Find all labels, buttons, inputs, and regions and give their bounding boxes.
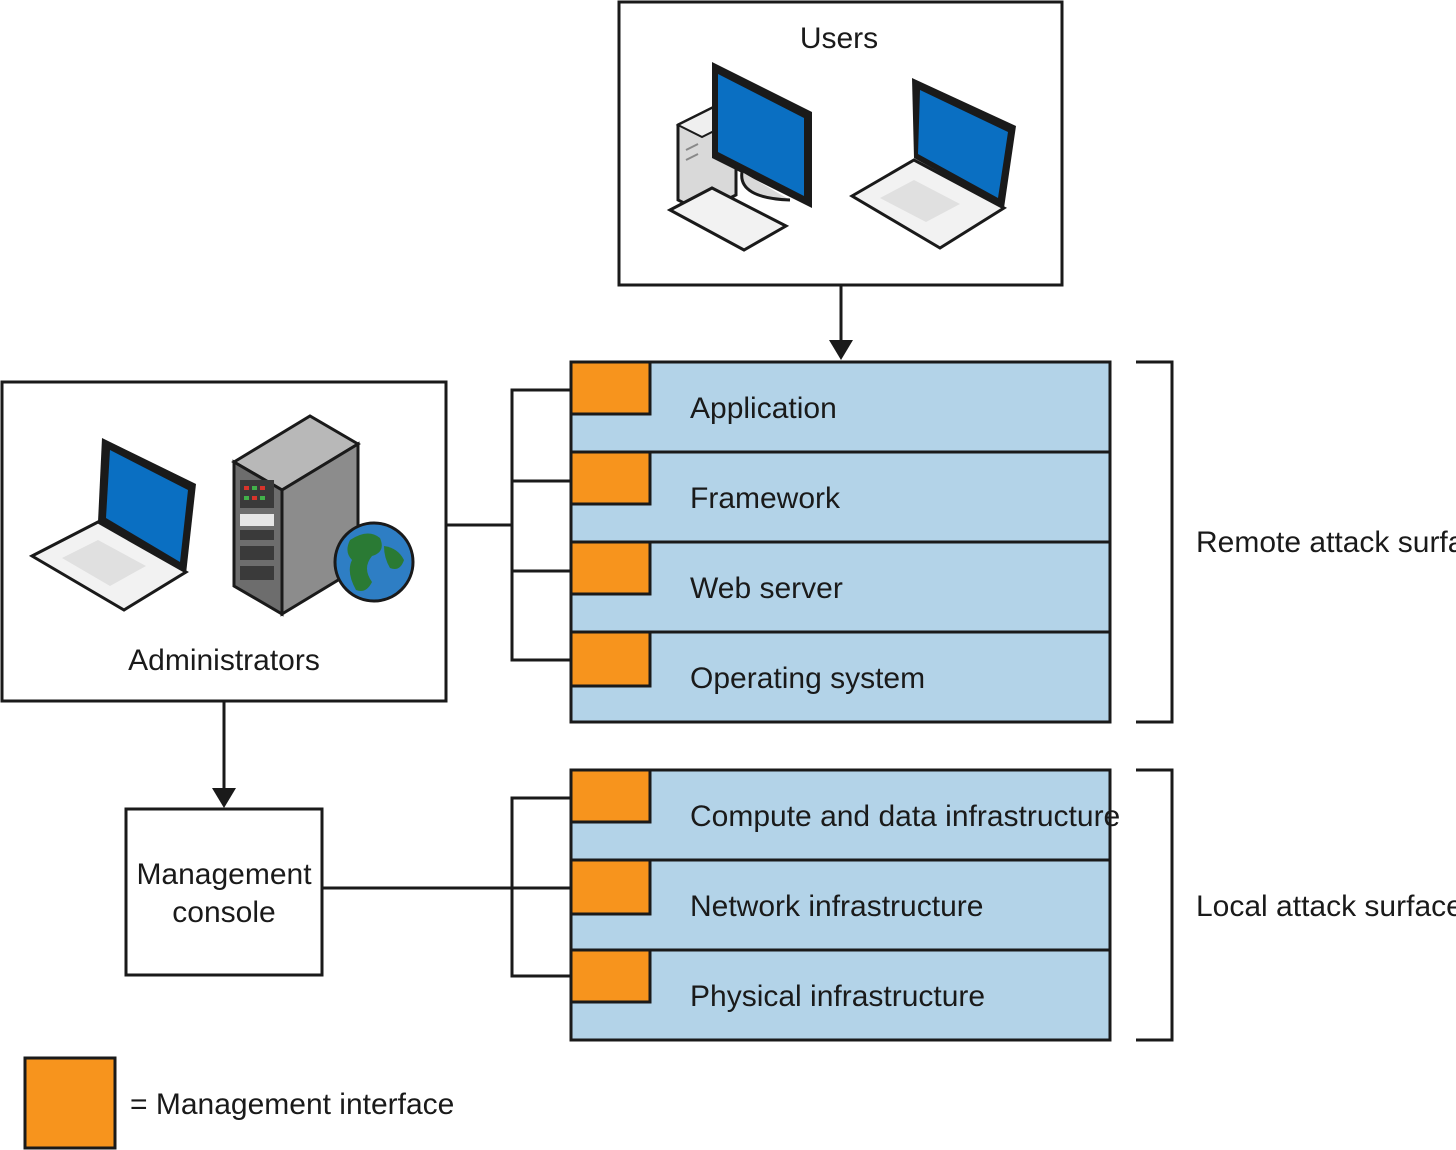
management-interface-square (569, 540, 652, 596)
users-arrow-head (829, 340, 853, 360)
users-box: Users (617, 0, 1064, 287)
remote-surface-label: Remote attack surface (1196, 526, 1456, 559)
layer-application: Application (569, 360, 1112, 454)
laptop-icon (849, 78, 1016, 250)
layer-label: Application (690, 392, 837, 425)
layer-label: Network infrastructure (690, 890, 983, 923)
management-interface-square (569, 858, 652, 916)
desktop-computer-icon (666, 62, 812, 252)
layer-operating-system: Operating system (569, 630, 1112, 724)
management-console-box: Management console (124, 807, 324, 977)
management-interface-square (569, 948, 652, 1004)
layer-physical: Physical infrastructure (569, 948, 1112, 1042)
management-interface-square (569, 360, 652, 416)
local-surface-label: Local attack surface (1196, 890, 1456, 923)
administrators-label: Administrators (128, 644, 320, 677)
legend-swatch (23, 1056, 117, 1150)
management-interface-square (569, 768, 652, 824)
legend: = Management interface (23, 1056, 454, 1150)
layer-label: Compute and data infrastructure (690, 800, 1120, 833)
globe-icon (333, 521, 415, 603)
local-layer-stack: Compute and data infrastructure Network … (569, 768, 1120, 1042)
users-label: Users (800, 22, 878, 55)
layer-label: Operating system (690, 662, 925, 695)
remote-layer-stack: Application Framework Web server Operati… (569, 360, 1112, 724)
admin-arrow-head (212, 788, 236, 808)
layer-network: Network infrastructure (569, 858, 1112, 952)
management-interface-square (569, 450, 652, 506)
local-interface-bus (510, 796, 572, 978)
local-surface-bracket (1136, 768, 1174, 1042)
layer-framework: Framework (569, 450, 1112, 544)
remote-interface-bus (510, 388, 572, 662)
server-tower-icon (231, 414, 361, 617)
administrators-box: Administrators (0, 380, 448, 703)
laptop-icon (28, 438, 196, 612)
remote-surface-bracket (1136, 360, 1174, 724)
layer-compute-and-data: Compute and data infrastructure (569, 768, 1120, 862)
layer-label: Web server (690, 572, 843, 605)
management-console-label-line2: console (172, 896, 275, 929)
layer-label: Framework (690, 482, 841, 515)
management-interface-square (569, 630, 652, 688)
legend-label: = Management interface (130, 1088, 454, 1121)
layer-web-server: Web server (569, 540, 1112, 634)
management-console-label-line1: Management (136, 858, 312, 891)
layer-label: Physical infrastructure (690, 980, 985, 1013)
